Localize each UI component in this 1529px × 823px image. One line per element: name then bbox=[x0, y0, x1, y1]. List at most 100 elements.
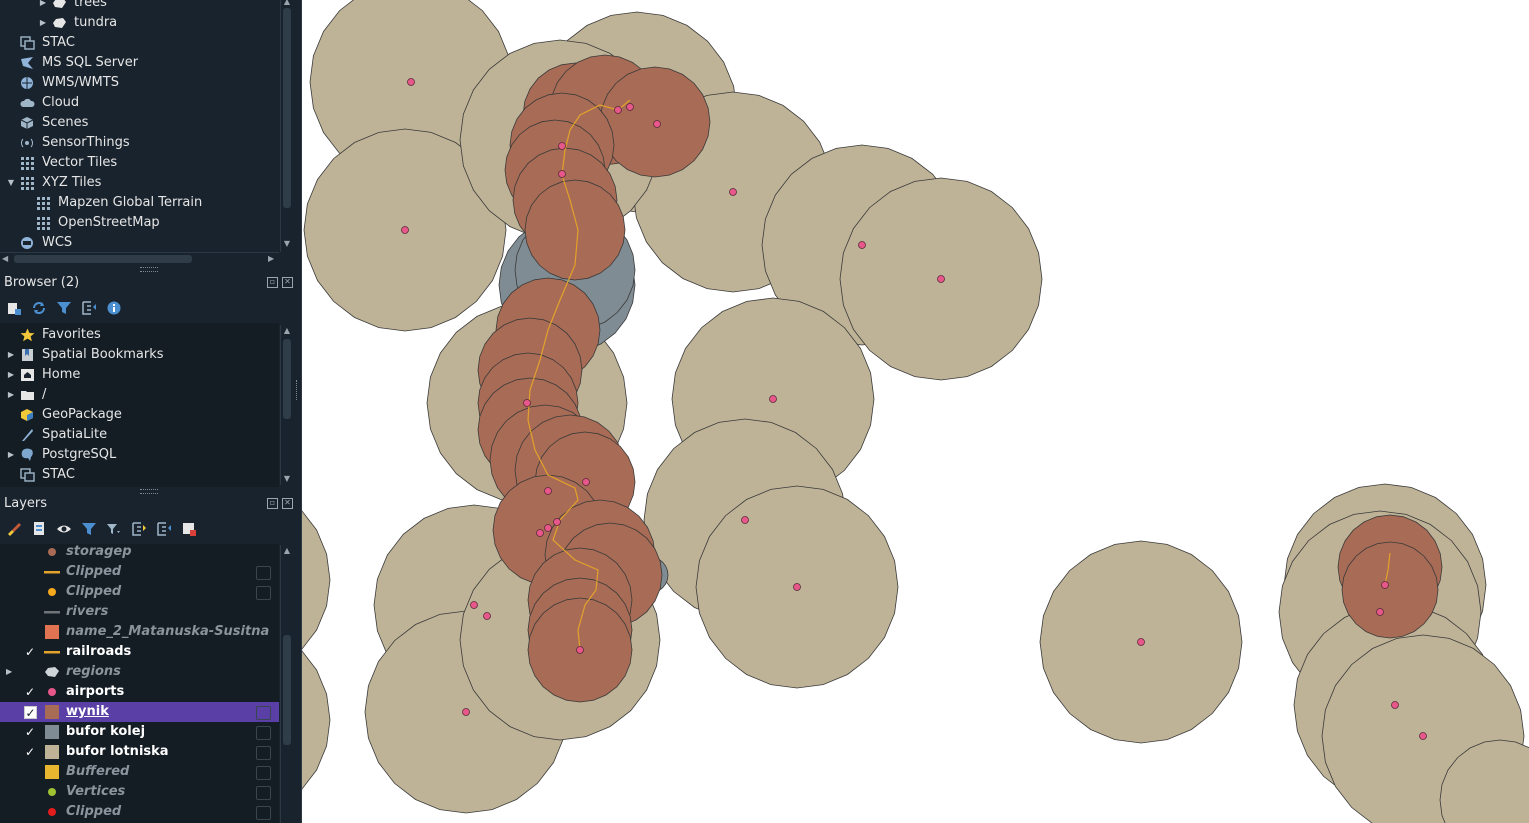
layer-item-rivers[interactable]: rivers bbox=[0, 602, 279, 622]
style-icon[interactable] bbox=[6, 521, 22, 537]
refresh-icon[interactable] bbox=[31, 300, 47, 316]
browser-item-[interactable]: ▶/ bbox=[0, 385, 279, 405]
browser-item-wcs[interactable]: WCS bbox=[0, 233, 279, 253]
browser-item-postgresql[interactable]: ▶PostgreSQL bbox=[0, 445, 279, 465]
filter-icon[interactable] bbox=[56, 300, 72, 316]
scrollbar-thumb[interactable] bbox=[283, 8, 291, 208]
collapsed-arrow-icon[interactable]: ▶ bbox=[7, 350, 15, 359]
scroll-down-icon[interactable]: ▼ bbox=[283, 239, 291, 248]
browser-item-scenes[interactable]: Scenes bbox=[0, 113, 279, 133]
expand-all-icon[interactable] bbox=[131, 521, 147, 537]
layer-item-name-2-matanuska-susitna[interactable]: name_2_Matanuska-Susitna bbox=[0, 622, 279, 642]
info-icon[interactable] bbox=[106, 300, 122, 316]
collapsed-arrow-icon[interactable]: ▶ bbox=[7, 370, 15, 379]
browser-item-stac[interactable]: STAC bbox=[0, 465, 279, 485]
panel-splitter[interactable] bbox=[140, 267, 158, 272]
remove-layer-icon[interactable] bbox=[181, 521, 197, 537]
collapsed-arrow-icon[interactable]: ▶ bbox=[6, 667, 13, 676]
collapsed-arrow-icon[interactable]: ▶ bbox=[39, 0, 47, 7]
browser-item-spatial-bookmarks[interactable]: ▶Spatial Bookmarks bbox=[0, 345, 279, 365]
layer-item-wynik[interactable]: ✓wynik bbox=[0, 702, 279, 722]
layer-item-buffered[interactable]: Buffered bbox=[0, 762, 279, 782]
layer-indicator-icon[interactable] bbox=[256, 586, 271, 600]
collapse-all-icon[interactable] bbox=[81, 300, 97, 316]
collapse-all-icon[interactable] bbox=[156, 521, 172, 537]
layer-visibility-checkbox[interactable] bbox=[24, 626, 36, 638]
vertical-scrollbar[interactable]: ▲ ▼ bbox=[280, 0, 293, 252]
layer-item-vertices[interactable]: Vertices bbox=[0, 782, 279, 802]
layer-indicator-icon[interactable] bbox=[256, 706, 271, 720]
add-group-icon[interactable] bbox=[31, 521, 47, 537]
browser-item-xyz-tiles[interactable]: ▼XYZ Tiles bbox=[0, 173, 279, 193]
layer-indicator-icon[interactable] bbox=[256, 786, 271, 800]
layer-visibility-checkbox[interactable] bbox=[24, 786, 36, 798]
layer-visibility-checkbox[interactable] bbox=[24, 586, 36, 598]
scrollbar-thumb[interactable] bbox=[283, 339, 291, 419]
browser-item-trees[interactable]: ▶trees bbox=[0, 0, 279, 13]
layer-item-railroads[interactable]: ✓railroads bbox=[0, 642, 279, 662]
vertical-scrollbar[interactable]: ▲ ▼ bbox=[280, 325, 293, 485]
layer-item-airports[interactable]: ✓airports bbox=[0, 682, 279, 702]
layer-item-regions[interactable]: ▶regions bbox=[0, 662, 279, 682]
panel-splitter[interactable] bbox=[140, 489, 158, 494]
browser-item-spatialite[interactable]: SpatiaLite bbox=[0, 425, 279, 445]
float-panel-icon[interactable]: ▫ bbox=[267, 277, 278, 288]
scroll-left-icon[interactable]: ◀ bbox=[2, 254, 9, 263]
map-canvas[interactable] bbox=[302, 0, 1529, 823]
filter-icon[interactable] bbox=[81, 521, 97, 537]
scroll-up-icon[interactable]: ▲ bbox=[283, 0, 291, 6]
browser-item-home[interactable]: ▶Home bbox=[0, 365, 279, 385]
browser-item-tundra[interactable]: ▶tundra bbox=[0, 13, 279, 33]
browser-item-stac[interactable]: STAC bbox=[0, 33, 279, 53]
horizontal-scrollbar[interactable]: ◀ ▶ bbox=[0, 252, 279, 265]
layer-indicator-icon[interactable] bbox=[256, 806, 271, 820]
layer-item-bufor-kolej[interactable]: ✓bufor kolej bbox=[0, 722, 279, 742]
add-layer-icon[interactable] bbox=[6, 300, 22, 316]
layer-item-bufor-lotniska[interactable]: ✓bufor lotniska bbox=[0, 742, 279, 762]
layer-visibility-checkbox[interactable]: ✓ bbox=[24, 745, 36, 759]
browser-item-mapzen-global-terrain[interactable]: Mapzen Global Terrain bbox=[0, 193, 279, 213]
close-panel-icon[interactable]: ✕ bbox=[282, 277, 293, 288]
browser-item-vector-tiles[interactable]: Vector Tiles bbox=[0, 153, 279, 173]
dock-splitter[interactable] bbox=[296, 380, 299, 400]
visibility-icon[interactable] bbox=[56, 521, 72, 537]
browser-item-openstreetmap[interactable]: OpenStreetMap bbox=[0, 213, 279, 233]
layer-indicator-icon[interactable] bbox=[256, 566, 271, 580]
layer-visibility-checkbox[interactable]: ✓ bbox=[24, 725, 36, 739]
float-panel-icon[interactable]: ▫ bbox=[267, 498, 278, 509]
vertical-scrollbar[interactable]: ▲ bbox=[280, 545, 293, 823]
layer-item-clipped[interactable]: Clipped bbox=[0, 582, 279, 602]
layer-visibility-checkbox[interactable]: ✓ bbox=[24, 685, 36, 699]
filter-legend-icon[interactable] bbox=[106, 521, 122, 537]
layer-visibility-checkbox[interactable]: ✓ bbox=[24, 706, 37, 720]
scroll-up-icon[interactable]: ▲ bbox=[283, 546, 291, 555]
layer-visibility-checkbox[interactable] bbox=[24, 766, 36, 778]
close-panel-icon[interactable]: ✕ bbox=[282, 498, 293, 509]
layer-visibility-checkbox[interactable]: ✓ bbox=[24, 645, 36, 659]
layer-item-storagep[interactable]: storagep bbox=[0, 542, 279, 562]
expanded-arrow-icon[interactable]: ▼ bbox=[7, 178, 15, 187]
browser-item-ms-sql-server[interactable]: MS SQL Server bbox=[0, 53, 279, 73]
collapsed-arrow-icon[interactable]: ▶ bbox=[7, 450, 15, 459]
layer-item-clipped[interactable]: Clipped bbox=[0, 562, 279, 582]
browser-item-cloud[interactable]: Cloud bbox=[0, 93, 279, 113]
browser-item-favorites[interactable]: Favorites bbox=[0, 325, 279, 345]
browser-item-sensorthings[interactable]: SensorThings bbox=[0, 133, 279, 153]
collapsed-arrow-icon[interactable]: ▶ bbox=[7, 390, 15, 399]
scrollbar-thumb[interactable] bbox=[283, 635, 291, 745]
layer-visibility-checkbox[interactable] bbox=[24, 606, 36, 618]
layer-visibility-checkbox[interactable] bbox=[24, 666, 36, 678]
map-svg[interactable] bbox=[302, 0, 1529, 823]
layer-item-clipped[interactable]: Clipped bbox=[0, 802, 279, 822]
layer-visibility-checkbox[interactable] bbox=[24, 566, 36, 578]
collapsed-arrow-icon[interactable]: ▶ bbox=[39, 18, 47, 27]
browser-item-geopackage[interactable]: GeoPackage bbox=[0, 405, 279, 425]
layer-indicator-icon[interactable] bbox=[256, 746, 271, 760]
scroll-down-icon[interactable]: ▼ bbox=[283, 474, 291, 483]
layer-indicator-icon[interactable] bbox=[256, 766, 271, 780]
layer-visibility-checkbox[interactable] bbox=[24, 546, 36, 558]
layer-visibility-checkbox[interactable] bbox=[24, 806, 36, 818]
layer-indicator-icon[interactable] bbox=[256, 726, 271, 740]
browser-item-wms-wmts[interactable]: WMS/WMTS bbox=[0, 73, 279, 93]
scroll-right-icon[interactable]: ▶ bbox=[268, 254, 275, 263]
